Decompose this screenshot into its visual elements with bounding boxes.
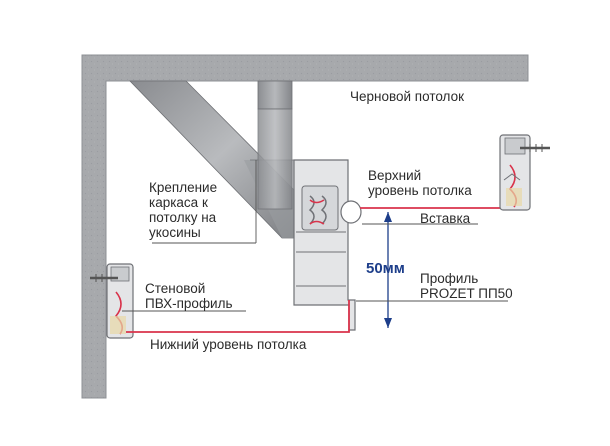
label-insert: Вставка <box>420 211 471 226</box>
insert-piece <box>340 200 362 224</box>
label-frame-mount: Крепление каркаса к потолку на укосины <box>149 180 218 240</box>
right-wall-profile <box>499 134 550 211</box>
concrete-slab <box>81 54 529 399</box>
leader-lines <box>122 160 508 312</box>
lower-membrane <box>126 300 350 333</box>
prozet-profile <box>293 159 356 331</box>
label-upper-level: Верхний уровень потолка <box>368 168 472 198</box>
dimension-label: 50мм <box>366 260 405 277</box>
label-rough-ceiling: Черновой потолок <box>350 89 465 104</box>
label-profile: Профиль PROZET ПП50 <box>420 271 513 301</box>
dimension-arrow <box>384 212 392 328</box>
label-lower-level: Нижний уровень потолка <box>150 337 307 352</box>
left-wall-profile <box>90 263 134 339</box>
hanger-post <box>257 80 293 210</box>
label-wall-profile: Стеновой ПВХ-профиль <box>145 281 233 311</box>
